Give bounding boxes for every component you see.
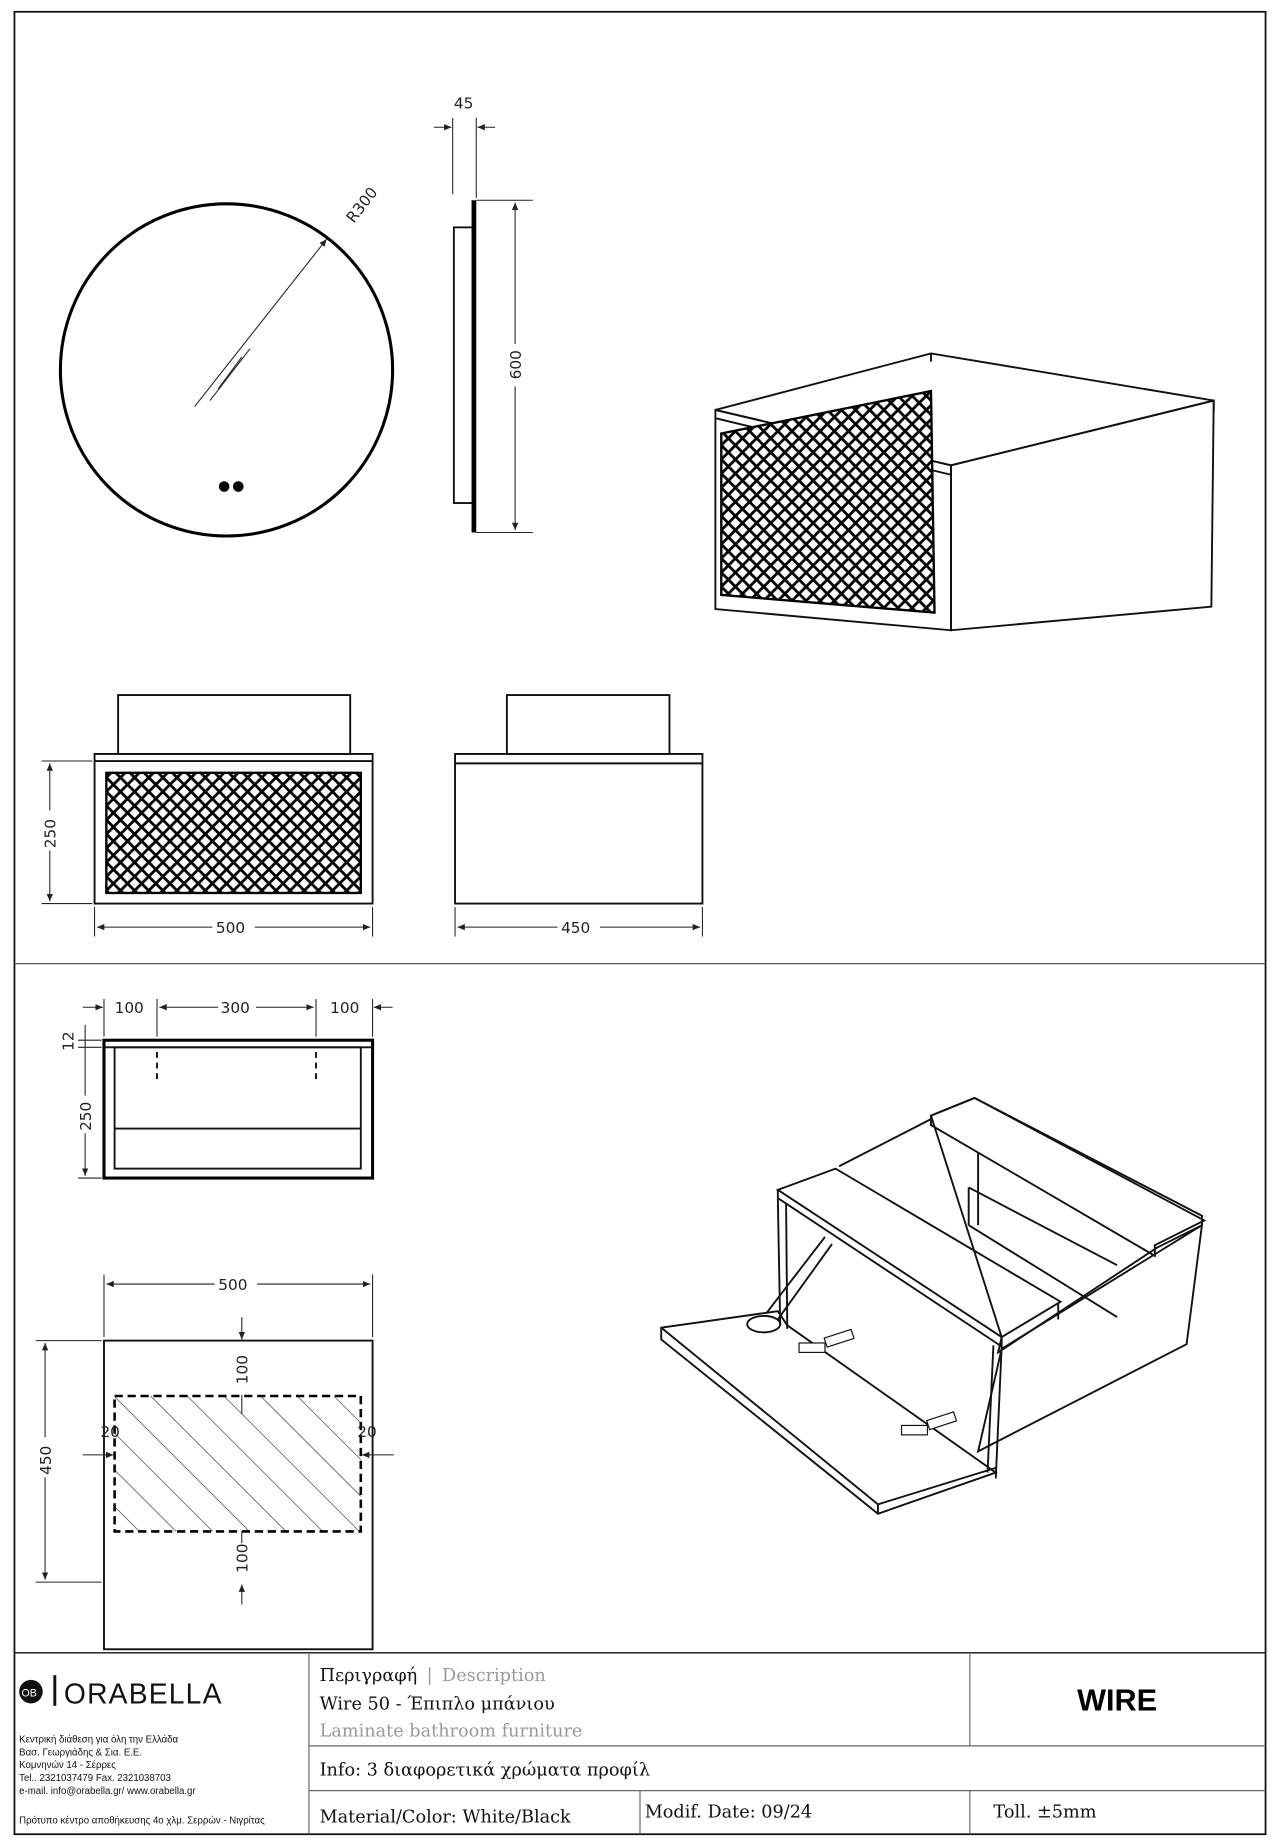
section-middle-label: 300 bbox=[221, 999, 250, 1017]
description-heading: Περιγραφή | Description bbox=[320, 1665, 546, 1686]
product-line-greek: Wire 50 - Έπιπλο μπάνιου bbox=[320, 1694, 555, 1714]
plan-top-margin-label: 100 bbox=[234, 1355, 252, 1384]
orabella-logo: OB ORABELLA bbox=[19, 1675, 223, 1709]
mirror-touch-button-icon bbox=[218, 481, 230, 492]
address-line: Κομνηνών 14 - Σέρρες bbox=[19, 1760, 116, 1771]
tolerance: Toll. ±5mm bbox=[993, 1803, 1096, 1823]
front-width-label: 500 bbox=[216, 919, 245, 937]
sheet-border bbox=[13, 10, 1267, 1836]
modification-date: Modif. Date: 09/24 bbox=[645, 1803, 812, 1823]
material-color: Material/Color: White/Black bbox=[320, 1807, 571, 1827]
svg-text:OB: OB bbox=[22, 1687, 37, 1699]
section-right-label: 100 bbox=[330, 999, 359, 1017]
plan-bottom-margin-label: 100 bbox=[234, 1543, 252, 1572]
product-line-english: Laminate bathroom furniture bbox=[320, 1721, 583, 1741]
address-line: Κεντρική διάθεση για όλη την Ελλάδα bbox=[19, 1734, 178, 1745]
cabinet-perspective-view bbox=[714, 352, 1215, 632]
cabinet-section-view: 100 300 100 12 250 bbox=[59, 997, 393, 1180]
cabinet-side-view: 450 bbox=[454, 694, 704, 937]
cabinet-open-isometric-view bbox=[660, 1096, 1207, 1515]
mirror-side-view: 45 600 bbox=[433, 94, 533, 534]
front-height-label: 250 bbox=[42, 819, 60, 848]
storage-center: Πρότυπο κέντρο αποθήκευσης 4ο χλμ. Σερρώ… bbox=[19, 1816, 265, 1827]
mirror-radius-label: R300 bbox=[343, 184, 382, 226]
cabinet-plan-view: 500 450 100 100 20 20 bbox=[34, 1274, 394, 1651]
plan-right-margin-label: 20 bbox=[357, 1423, 376, 1441]
hinge-icon bbox=[798, 1328, 855, 1353]
section-left-label: 100 bbox=[115, 999, 144, 1017]
product-name: WIRE bbox=[1077, 1684, 1157, 1718]
side-depth-label: 450 bbox=[561, 919, 590, 937]
plan-width-label: 500 bbox=[218, 1276, 247, 1294]
address-line: Tel.. 2321037479 Fax. 2321038703 bbox=[19, 1773, 171, 1784]
contact-email-website: e-mail. info@orabella.gr/ www.orabella.g… bbox=[19, 1786, 196, 1797]
plan-depth-label: 450 bbox=[37, 1446, 55, 1475]
mirror-depth-label: 45 bbox=[454, 94, 473, 112]
mirror-touch-button-icon bbox=[232, 481, 244, 492]
title-block: OB ORABELLA Κεντρική διάθεση για όλη την… bbox=[14, 1652, 1266, 1835]
address-line: Βασ. Γεωργιάδης & Σια. Ε.Ε. bbox=[19, 1747, 142, 1758]
info-text: Info: 3 διαφορετικά χρώματα προφίλ bbox=[320, 1759, 650, 1780]
section-height-label: 250 bbox=[77, 1102, 95, 1131]
logo-text: ORABELLA bbox=[64, 1677, 223, 1709]
section-top-thickness-label: 12 bbox=[59, 1031, 77, 1050]
mirror-height-label: 600 bbox=[507, 350, 525, 379]
mirror-front-view: R300 bbox=[58, 184, 395, 538]
hinge-icon bbox=[900, 1411, 958, 1436]
plan-left-margin-label: 20 bbox=[100, 1423, 119, 1441]
cabinet-front-view: 250 500 bbox=[39, 694, 374, 937]
